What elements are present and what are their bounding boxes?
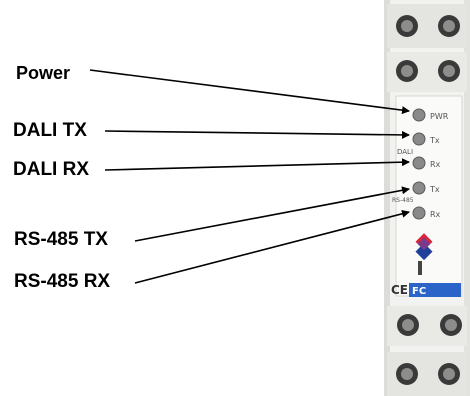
callout-label-rs485-tx: RS-485 TX	[14, 229, 108, 250]
callout-arrows	[89, 69, 410, 284]
status-leds: PWR Tx DALI Rx Tx RS-485 Rx	[392, 108, 449, 220]
fcc-mark: FC	[412, 286, 426, 297]
din-rail-module: PWR Tx DALI Rx Tx RS-485 Rx	[384, 0, 470, 396]
led-dali-tx-icon	[412, 132, 426, 146]
led-label-pwr: PWR	[430, 112, 449, 121]
top-terminal-block	[387, 4, 467, 92]
led-label-rs485-tx: Tx	[429, 185, 440, 194]
housing-edge-right	[464, 0, 470, 396]
terminal-screw-icon	[401, 368, 413, 380]
arrow-rs485-rx	[134, 209, 410, 284]
callout-label-dali-rx: DALI RX	[13, 159, 89, 180]
terminal-screw-icon	[443, 65, 455, 77]
led-label-rs485-rx: Rx	[430, 210, 441, 219]
fcc-badge	[409, 283, 461, 297]
ce-mark: CE	[391, 283, 408, 297]
terminal-screw-icon	[443, 20, 455, 32]
group-label-rs485: RS-485	[392, 197, 414, 204]
arrow-power	[89, 69, 410, 115]
led-pwr-icon	[412, 108, 426, 122]
callout-label-power: Power	[16, 63, 71, 83]
bottom-terminal-block	[387, 306, 467, 396]
callout-label-dali-tx: DALI TX	[13, 120, 87, 141]
led-label-dali-rx: Rx	[430, 160, 441, 169]
terminal-screw-icon	[402, 319, 414, 331]
front-panel	[395, 95, 463, 297]
led-dali-rx-icon	[412, 156, 426, 170]
arrow-dali-tx	[104, 130, 410, 139]
slot-icon	[418, 261, 422, 275]
terminal-screw-icon	[443, 368, 455, 380]
terminal-screw-icon	[401, 20, 413, 32]
callout-label-rs485-rx: RS-485 RX	[14, 271, 111, 292]
terminal-screw-icon	[401, 65, 413, 77]
arrow-dali-rx	[104, 158, 410, 171]
led-label-dali-tx: Tx	[429, 136, 440, 145]
group-label-dali: DALI	[397, 148, 413, 156]
arrow-rs485-tx	[134, 186, 410, 242]
terminal-screw-icon	[445, 319, 457, 331]
led-rs485-tx-icon	[412, 181, 426, 195]
housing-edge-left	[384, 0, 390, 396]
led-rs485-rx-icon	[412, 206, 426, 220]
